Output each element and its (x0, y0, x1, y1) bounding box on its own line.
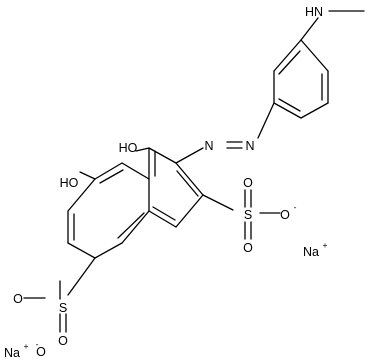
nh-label: HN (305, 5, 323, 19)
oxygen-left-charge: - (36, 339, 39, 349)
sodium-right-charge: + (323, 240, 328, 250)
oxygen-right-charge: - (294, 202, 297, 212)
oxygen-left-top-label: O (13, 292, 23, 306)
azo-n1-label: N (204, 139, 213, 153)
oxygen-right-top-label: O (243, 176, 253, 190)
sulfur-left-label: S (59, 301, 67, 315)
sodium-left-charge: + (24, 341, 29, 351)
sodium-left-label: Na (4, 346, 20, 360)
azo-n2-label: N (245, 139, 254, 153)
oxygen-left-minus-label: O (36, 345, 46, 359)
sodium-right-label: Na (303, 245, 319, 259)
hydroxyl-lower-label: HO (60, 176, 79, 190)
sulfur-right-label: S (244, 208, 252, 222)
oxygen-right-minus-label: O (280, 208, 290, 222)
hydroxyl-upper-label: HO (119, 141, 138, 155)
oxygen-right-bottom-label: O (243, 241, 253, 255)
oxygen-left-bottom-label: O (58, 334, 68, 348)
bond-lines (23, 10, 365, 333)
